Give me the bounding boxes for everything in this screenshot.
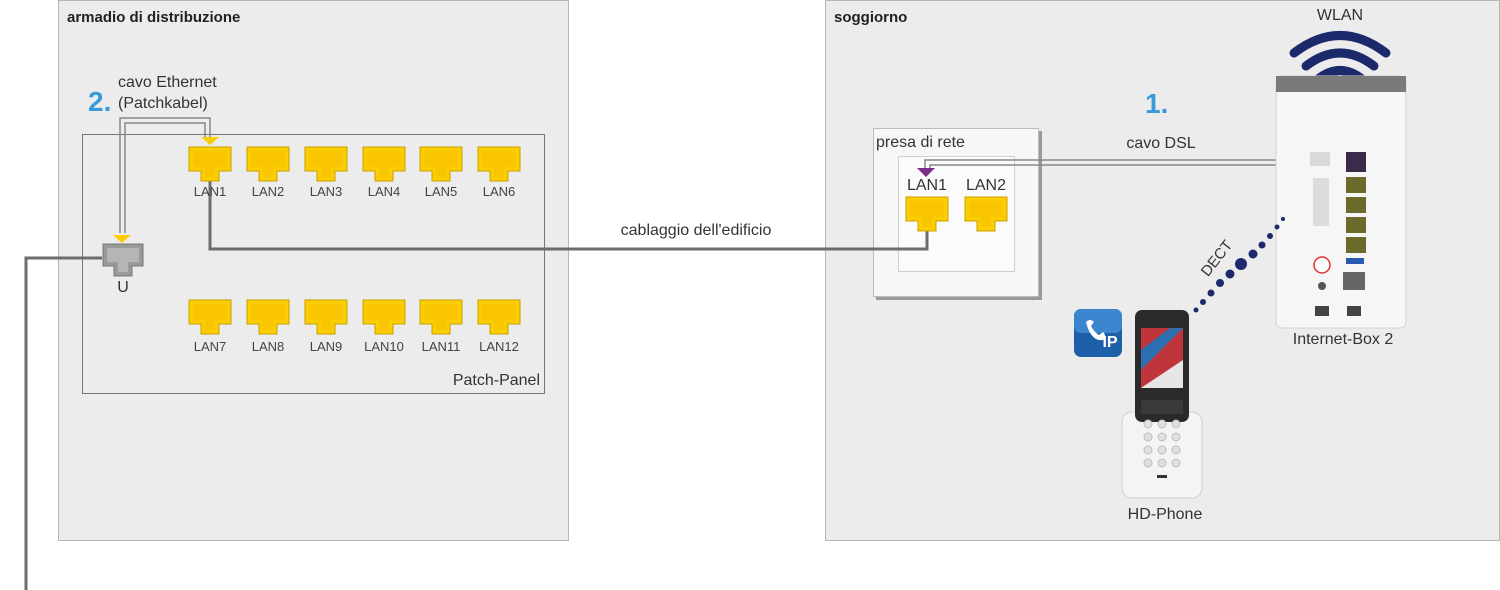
socket-port-lan2 [964, 196, 1008, 232]
patch-panel [82, 134, 545, 394]
uplink-port-icon [102, 243, 144, 277]
socket-port-lan1 [905, 196, 949, 232]
dsl-arrow-socket [917, 168, 935, 177]
patch-label-lan5: LAN5 [424, 184, 458, 199]
patch-label-lan10: LAN10 [364, 339, 404, 354]
router-icon [1275, 75, 1407, 329]
living-room-title: soggiorno [834, 9, 908, 26]
ip-phone-badge-icon [1074, 309, 1122, 357]
patch-panel-label: Patch-Panel [452, 372, 540, 389]
wall-socket-title: presa di rete [876, 134, 965, 151]
patch-port-lan9 [304, 299, 348, 335]
patch-arrow-u [113, 235, 131, 243]
router-label: Internet-Box 2 [1292, 331, 1394, 348]
dsl-cable [924, 159, 1345, 168]
patch-port-lan6 [477, 146, 521, 182]
handset-icon [1121, 310, 1203, 499]
cabinet-room: armadio di distribuzione [58, 0, 569, 541]
patch-port-lan8 [246, 299, 290, 335]
step-2-number: 2. [88, 86, 112, 117]
cabinet-title: armadio di distribuzione [67, 9, 241, 26]
patch-label-lan7: LAN7 [193, 339, 227, 354]
patch-cable [119, 117, 211, 233]
building-cable-label: cablaggio dell'edificio [620, 222, 772, 239]
patch-port-lan10 [362, 299, 406, 335]
socket-label-lan2: LAN2 [965, 177, 1007, 194]
patch-arrow-lan1 [201, 137, 219, 145]
building-cable [208, 180, 929, 251]
step-1-number: 1. [1145, 88, 1169, 119]
dect-dots-icon [1193, 217, 1285, 313]
uplink-cable [24, 256, 102, 590]
wifi-icon [1289, 31, 1391, 84]
patch-port-lan1 [188, 146, 232, 182]
patch-port-lan4 [362, 146, 406, 182]
patch-cable-label-line1: cavo Ethernet [118, 74, 217, 91]
patch-port-lan12 [477, 299, 521, 335]
patch-label-lan11: LAN11 [421, 339, 461, 354]
patch-label-lan1: LAN1 [193, 184, 227, 199]
phone-label: HD-Phone [1127, 506, 1203, 523]
patch-label-lan8: LAN8 [251, 339, 285, 354]
wlan-label: WLAN [1316, 7, 1364, 24]
patch-label-lan6: LAN6 [482, 184, 516, 199]
patch-label-lan12: LAN12 [479, 339, 519, 354]
patch-cable-label-line2: (Patchkabel) [118, 95, 208, 112]
patch-label-lan3: LAN3 [309, 184, 343, 199]
ip-badge-label: IP [1102, 334, 1118, 351]
patch-port-lan11 [419, 299, 463, 335]
patch-port-lan3 [304, 146, 348, 182]
socket-label-lan1: LAN1 [906, 177, 948, 194]
patch-label-lan9: LAN9 [309, 339, 343, 354]
patch-label-lan4: LAN4 [367, 184, 401, 199]
patch-label-lan2: LAN2 [251, 184, 285, 199]
patch-port-lan5 [419, 146, 463, 182]
dsl-cable-label: cavo DSL [1126, 135, 1196, 152]
patch-port-lan2 [246, 146, 290, 182]
patch-port-lan7 [188, 299, 232, 335]
uplink-label: U [117, 279, 129, 296]
